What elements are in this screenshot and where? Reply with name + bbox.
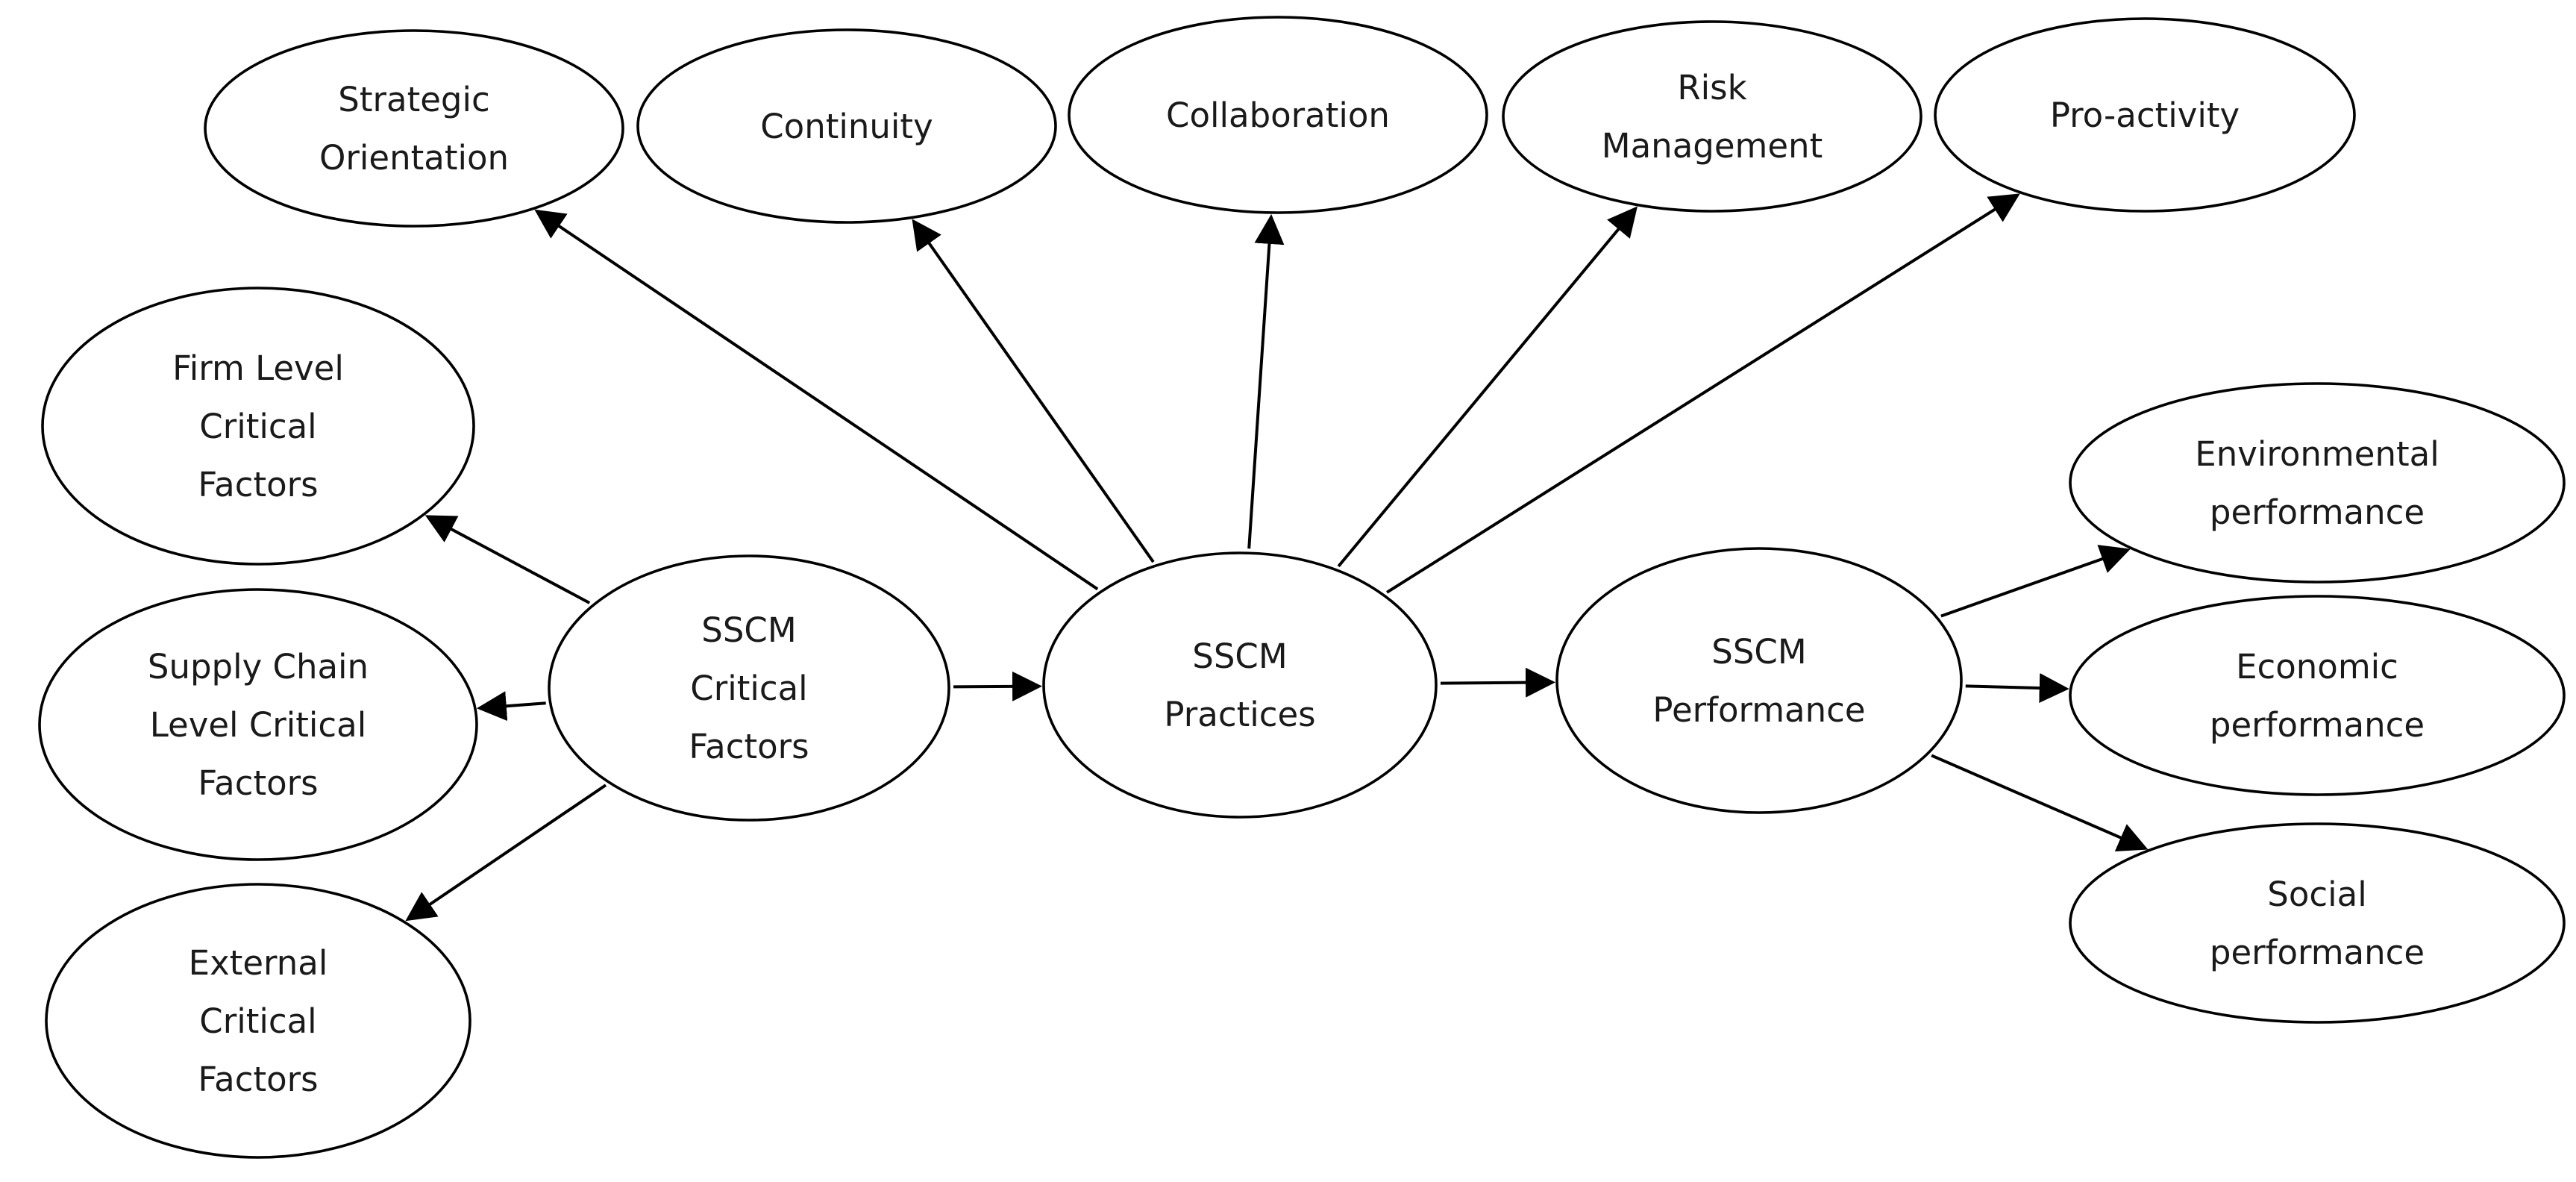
arrow-practices-to-performance [1440, 667, 1556, 698]
node-ellipse [1502, 20, 1922, 213]
node-social: Social performance [2069, 822, 2566, 1024]
node-ellipse [2069, 822, 2566, 1024]
node-ellipse [636, 28, 1057, 224]
node-ellipse [41, 287, 475, 566]
node-label-line: External [189, 943, 328, 983]
node-label-line: performance [2210, 705, 2425, 745]
node-ellipse [1042, 551, 1438, 819]
node-label-line: Performance [1652, 690, 1865, 730]
node-label-line: Firm Level [172, 348, 344, 388]
arrow-practices-to-proactivity [1386, 193, 2020, 594]
arrow-performance-to-environmental [1940, 545, 2131, 618]
node-label-line: SSCM [1192, 637, 1287, 676]
node-collaboration: Collaboration [1068, 16, 1488, 214]
node-ellipse [38, 588, 478, 861]
arrow-practices-to-continuity [912, 219, 1155, 563]
arrow-critical-to-firm [424, 515, 591, 604]
node-economic: Economic performance [2069, 595, 2566, 796]
node-proactivity: Pro-activity [1934, 17, 2356, 213]
node-label-line: Risk [1677, 68, 1746, 107]
node-label-line: Collaboration [1166, 96, 1390, 135]
node-ellipse [2069, 382, 2566, 584]
node-ellipse [548, 554, 950, 822]
arrow-performance-to-economic [1965, 673, 2069, 704]
node-ellipse [1934, 17, 2356, 213]
node-label-line: Economic [2236, 647, 2398, 687]
node-label-line: Supply Chain [148, 647, 369, 687]
node-label-line: Factors [198, 1060, 318, 1099]
node-label-line: performance [2210, 933, 2425, 972]
node-label-line: performance [2210, 492, 2425, 532]
node-label-line: SSCM [1711, 632, 1806, 672]
node-label-line: Social [2267, 875, 2366, 914]
arrow-critical-to-supply [476, 691, 546, 722]
node-label-line: Factors [198, 465, 318, 504]
node-ellipse [1068, 16, 1488, 214]
arrow-practices-to-risk [1337, 206, 1638, 568]
node-ellipse [1555, 547, 1963, 814]
node-label-line: Critical [199, 407, 316, 446]
node-practices: SSCM Practices [1042, 551, 1438, 819]
node-label-line: Management [1602, 126, 1823, 166]
node-label-line: Environmental [2195, 434, 2439, 474]
node-label-line: Pro-activity [2050, 96, 2240, 135]
arrow-practices-to-collaboration [1247, 213, 1285, 549]
node-label-line: Strategic [338, 80, 489, 119]
arrow-performance-to-social [1931, 754, 2149, 851]
node-continuity: Continuity [636, 28, 1057, 224]
node-label-line: Practices [1164, 695, 1315, 734]
node-ellipse [45, 883, 471, 1159]
node-label-line: Level Critical [150, 705, 366, 745]
node-label-line: Orientation [319, 138, 509, 178]
connector-group [405, 193, 2149, 922]
node-label-line: Critical [199, 1001, 316, 1041]
node-label-line: Critical [690, 669, 807, 708]
node-label-line: SSCM [701, 610, 796, 650]
arrow-practices-to-strategic [534, 209, 1099, 591]
node-performance: SSCM Performance [1555, 547, 1963, 814]
node-label-line: Continuity [760, 107, 933, 146]
arrow-critical-to-external [405, 784, 607, 922]
node-ellipse [204, 29, 624, 228]
node-ellipse [2069, 595, 2566, 796]
node-environmental: Environmental performance [2069, 382, 2566, 584]
node-label-line: Factors [689, 727, 809, 766]
node-label-line: Factors [198, 763, 318, 803]
